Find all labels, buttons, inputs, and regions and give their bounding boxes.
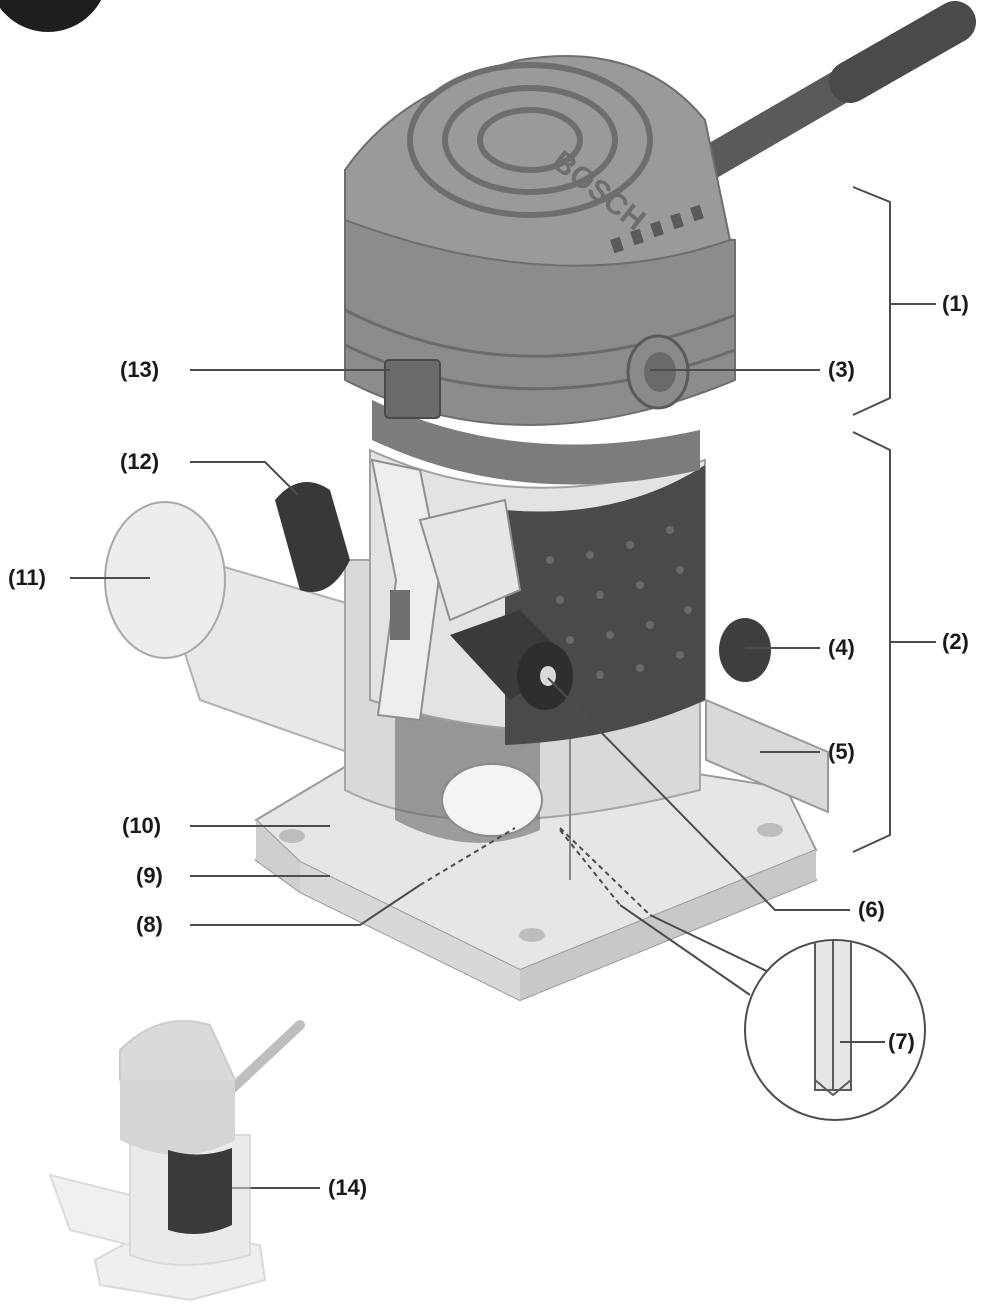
- detail-connector-dashed: [559, 827, 651, 916]
- clamp-frame: [370, 458, 522, 722]
- callout-5: (5): [828, 739, 855, 764]
- callout-7: (7): [888, 1029, 915, 1054]
- bracket-2: [852, 431, 891, 853]
- callout-8: (8): [136, 912, 163, 937]
- callout-3: (3): [828, 357, 855, 382]
- corner-badge: [0, 0, 102, 32]
- callout-13: (13): [120, 357, 160, 382]
- router-bit-detail-illustration: [744, 939, 926, 1121]
- clamping-lever: [275, 482, 350, 592]
- parallel-guide: [705, 618, 829, 814]
- callout-2: (2): [942, 629, 969, 654]
- leader-line-6: [547, 677, 850, 911]
- dust-port-opening: [104, 501, 226, 659]
- thumbnail-grip-accent: [168, 1148, 232, 1234]
- leader-lines: [70, 186, 936, 1189]
- router-tool-illustration: BOSCH: [104, 1, 976, 1002]
- motor-housing: BOSCH: [344, 55, 736, 485]
- callout-9: (9): [136, 863, 163, 888]
- leader-line-8: [190, 884, 421, 926]
- depth-adjust-knob: [450, 610, 573, 710]
- callout-10: (10): [122, 813, 162, 838]
- guide-knob: [719, 618, 771, 682]
- leader-line-12: [190, 461, 299, 496]
- detail-connector-b: [619, 904, 751, 996]
- base-window: [441, 763, 543, 837]
- leader-line-8-dashed: [419, 827, 516, 886]
- on-off-switch: [384, 359, 441, 419]
- cable-strain-relief: [829, 1, 976, 103]
- bracket-1: [852, 186, 891, 416]
- callout-14: (14): [328, 1175, 368, 1200]
- callout-12: (12): [120, 449, 160, 474]
- callout-11: (11): [8, 565, 46, 590]
- callout-6: (6): [858, 897, 885, 922]
- callout-1: (1): [942, 291, 969, 316]
- detail-connector-dashed-2: [559, 829, 621, 906]
- callout-4: (4): [828, 635, 855, 660]
